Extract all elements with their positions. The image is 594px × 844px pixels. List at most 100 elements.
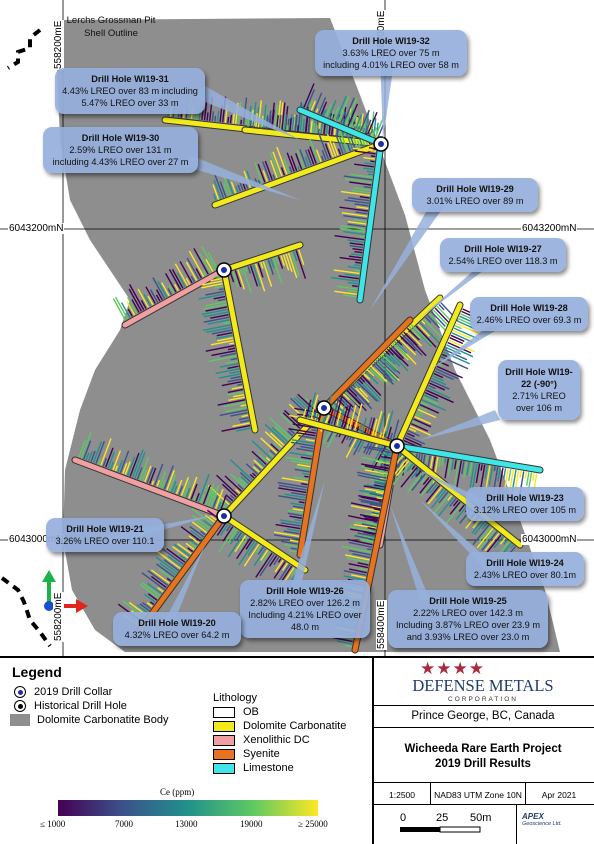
ce-histogram-bar [224,475,242,492]
ce-histogram-bar [247,542,258,556]
drill-hole-trace [387,442,524,562]
ce-histogram-bar [264,160,273,180]
historic-outline [0,28,52,648]
ce-histogram-bar [370,155,376,158]
ce-histogram-bar [310,100,316,111]
ce-histogram-bar [366,417,373,435]
ce-histogram-bar [265,260,271,274]
ce-histogram-bar [185,488,191,498]
ce-histogram-bar [171,269,184,289]
ce-histogram-bar [211,111,215,122]
ce-histogram-bar [268,555,278,567]
ce-histogram-bar [166,577,172,582]
ce-histogram-bar [354,163,374,168]
ce-histogram-bar [452,499,459,507]
ce-histogram-bar [476,527,494,549]
ce-histogram-bar [311,429,317,432]
divider [372,727,594,728]
ce-histogram-bar [166,470,175,491]
lithology-label: OB [243,706,259,718]
ce-histogram-bar [271,426,288,443]
callout-wi19-24: Drill Hole WI19-24 2.43% LREO over 80.1m [466,552,584,586]
callout-wi19-29: Drill Hole WI19-29 3.01% LREO over 89 m [412,178,538,212]
ce-histogram-bar [291,439,315,445]
ce-histogram-bar [358,494,384,501]
ce-histogram-bar [452,329,472,340]
ce-histogram-bar [236,532,243,541]
ce-histogram-bar [337,96,350,123]
callout-line: 3.01% LREO over 89 m [426,196,524,206]
callout-title: Drill Hole WI19-29 [436,184,514,194]
ce-histogram-bar [338,127,349,153]
ce-histogram-bar [109,461,115,470]
ce-histogram-bar [295,152,303,170]
ce-histogram-bar [394,341,408,354]
callout-line: 2.59% LREO over 131 m [69,145,172,155]
ce-histogram-bar [427,486,443,505]
ce-histogram-bar [147,582,163,595]
ce-histogram-bar [416,411,424,416]
ce-histogram-bar [232,271,239,288]
ce-histogram-bar [244,266,248,272]
ce-histogram-bar [128,284,145,311]
ce-histogram-bar [269,432,285,446]
ce-histogram-bar [355,211,368,215]
ce-histogram-bar [330,396,340,425]
ce-histogram-bar [454,325,462,330]
ce-histogram-bar [293,476,309,481]
legend-label: 2019 Drill Collar [34,686,113,698]
ce-histogram-bar [202,324,231,331]
ce-histogram-bar [380,465,389,469]
ce-histogram-bar [332,106,340,120]
ce-histogram-bar [407,430,420,437]
ce-histogram-bar [226,360,238,364]
ce-histogram-bar [481,531,498,551]
ce-histogram-bar [114,296,129,320]
ce-histogram-bar [225,406,247,413]
ce-histogram-bar [179,554,187,561]
ce-histogram-bar [253,548,267,567]
ce-histogram-bar [472,524,490,546]
legend-label: Historical Drill Hole [34,700,127,712]
ce-histogram-bar [290,502,305,507]
ce-histogram-bar [281,102,286,130]
ce-histogram-bar [414,415,431,425]
ce-histogram-bar [345,132,354,151]
ce-histogram-bar [359,109,370,132]
ce-histogram-bar [528,472,533,488]
ce-histogram-bar [525,472,530,486]
divider [372,705,594,706]
drill-collar-center [394,443,400,449]
ce-histogram-bar [186,257,200,280]
ce-histogram-bar [392,461,412,486]
lithology-item-xenolithic: Xenolithic DC [213,734,310,746]
ce-histogram-bar [190,275,196,283]
ce-histogram-bar [461,310,472,317]
ce-histogram-bar [237,477,248,487]
ce-histogram-bar [180,477,190,496]
drill-hole-trace [273,404,328,559]
ce-histogram-bar [419,322,441,345]
ce-histogram-bar [127,308,133,317]
ce-histogram-bar [451,332,473,343]
drill-hole-trace [112,245,228,329]
ce-histogram-bar [359,489,385,496]
ce-histogram-bar [269,152,281,178]
ce-histogram-bar [159,546,184,565]
syenite-swatch [213,748,235,760]
xenolithic-swatch [213,734,235,746]
pit-shell-label: Lerchs Grossman Pit Shell Outline [56,14,166,40]
ce-histogram-bar [356,206,369,210]
ce-histogram-bar [343,403,352,428]
callout-line: including 4.01% LREO over 58 m [323,60,459,70]
ce-histogram-bar [407,471,424,493]
callout-title: Drill Hole WI19-21 [66,524,144,534]
ce-histogram-bar [258,453,269,464]
ce-histogram-bar [415,413,421,418]
ce-histogram-bar [475,463,481,484]
ce-histogram-bar [202,269,207,276]
ce-histogram-bar [347,538,373,546]
drill-collar-center [221,267,227,273]
ce-histogram-bar [351,574,366,579]
ce-histogram-bar [226,494,234,502]
